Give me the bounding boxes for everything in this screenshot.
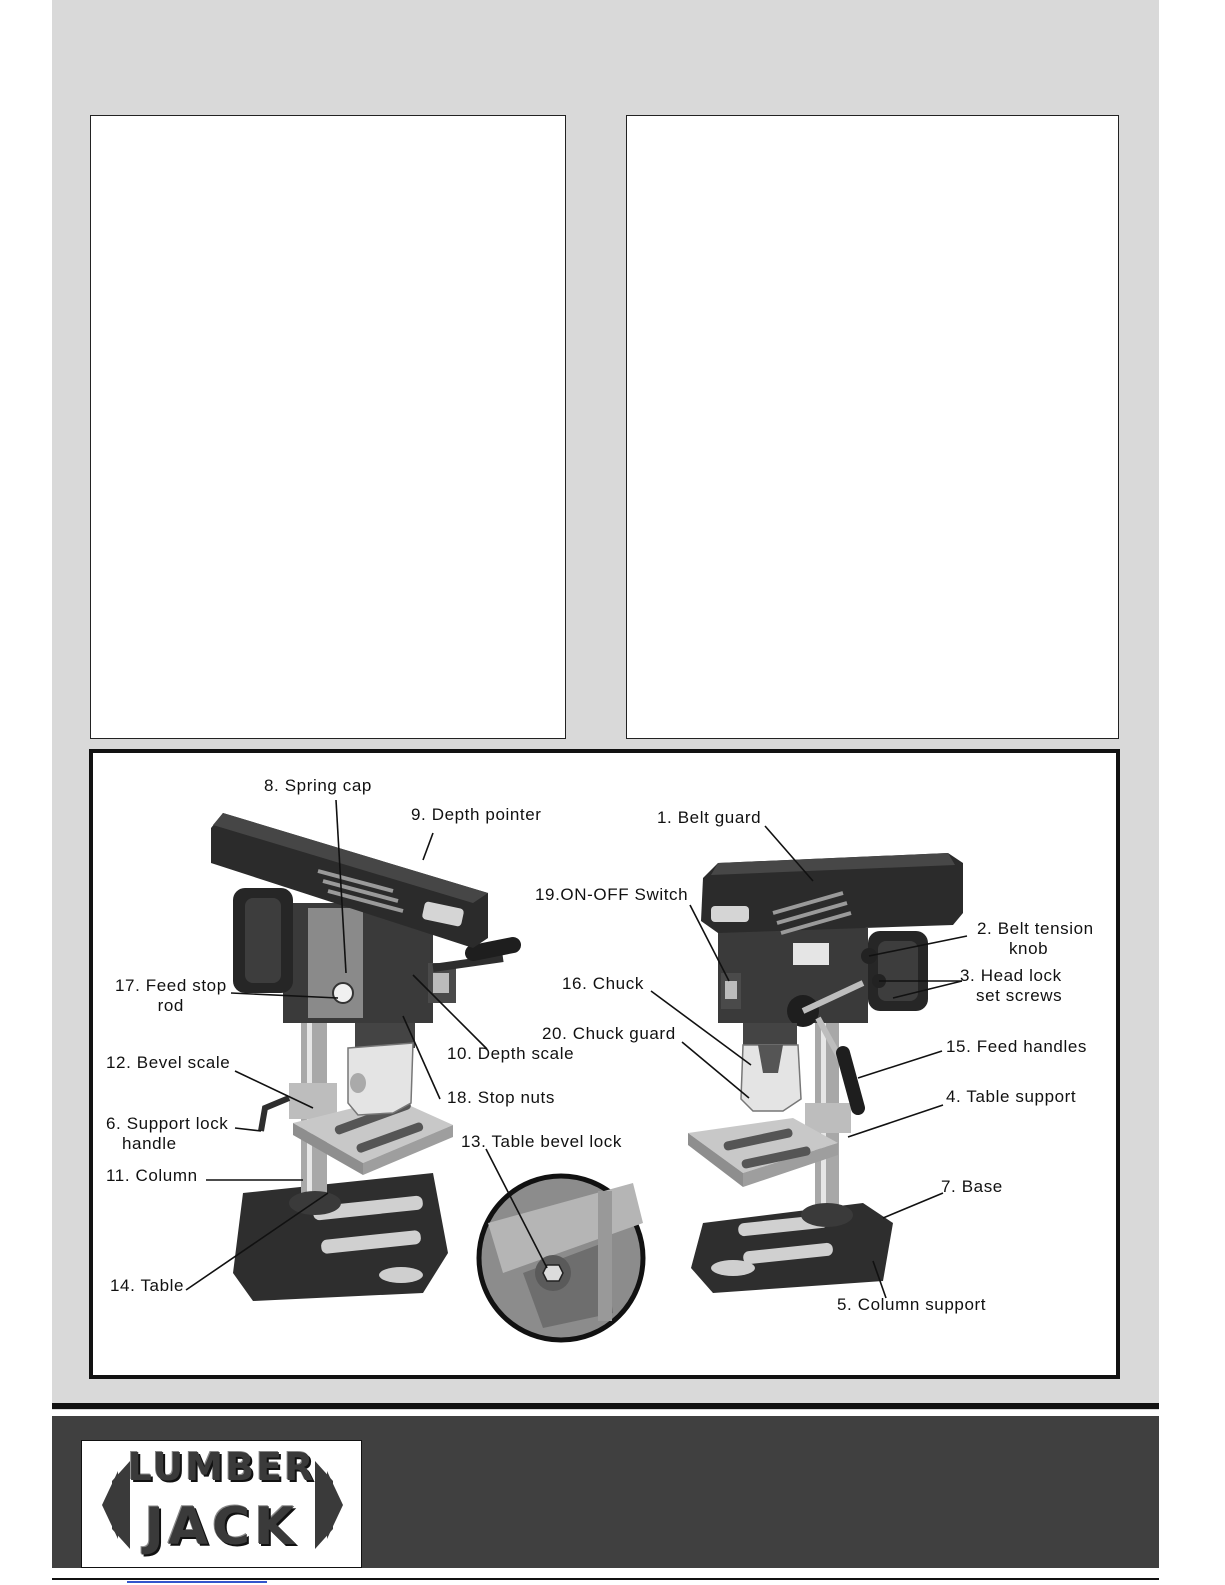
label-depth-scale: 10. Depth scale (447, 1044, 575, 1063)
drill-press-parts-diagram: 8. Spring cap 9. Depth pointer 1. Belt g… (89, 749, 1120, 1379)
blank-text-panel-left (90, 115, 566, 739)
label-belt-tension-knob: 2. Belt tension knob (977, 919, 1094, 958)
label-head-lock-set-screws: 3. Head lock set screws (960, 966, 1063, 1005)
label-depth-pointer: 9. Depth pointer (411, 805, 542, 824)
drill-press-right-view (688, 853, 963, 1293)
drill-press-illustration (185, 799, 968, 1343)
label-bevel-scale: 12. Bevel scale (106, 1053, 231, 1072)
logo-line-jack: JACK (144, 1497, 299, 1557)
label-on-off-switch: 19.ON-OFF Switch (535, 885, 689, 904)
drill-press-left-view (211, 813, 521, 1301)
label-column: 11. Column (106, 1166, 198, 1185)
label-belt-guard: 1. Belt guard (657, 808, 762, 827)
underline-link-mark (127, 1581, 267, 1583)
label-table-bevel-lock: 13. Table bevel lock (461, 1132, 623, 1151)
label-feed-stop-rod: 17. Feed stop rod (115, 976, 227, 1015)
label-table: 14. Table (110, 1276, 185, 1295)
label-base: 7. Base (941, 1177, 1003, 1196)
label-feed-handles: 15. Feed handles (946, 1037, 1087, 1056)
blank-text-panel-right (626, 115, 1119, 739)
saw-blade-icon (102, 1461, 343, 1549)
label-support-lock-handle: 6. Support lock handle (106, 1114, 229, 1153)
label-chuck-guard: 20. Chuck guard (542, 1024, 676, 1043)
logo-line-lumber: LUMBER (127, 1445, 316, 1489)
label-stop-nuts: 18. Stop nuts (447, 1088, 555, 1107)
label-table-support: 4. Table support (946, 1087, 1077, 1106)
label-chuck: 16. Chuck (562, 974, 644, 993)
label-spring-cap: 8. Spring cap (264, 776, 372, 795)
leader-lines (185, 799, 968, 1299)
footer-divider (52, 1403, 1159, 1409)
bottom-rule (52, 1578, 1159, 1580)
lumberjack-logo: LUMBER JACK (81, 1440, 362, 1568)
label-column-support: 5. Column support (837, 1295, 987, 1314)
table-bevel-lock-closeup (476, 1173, 646, 1343)
